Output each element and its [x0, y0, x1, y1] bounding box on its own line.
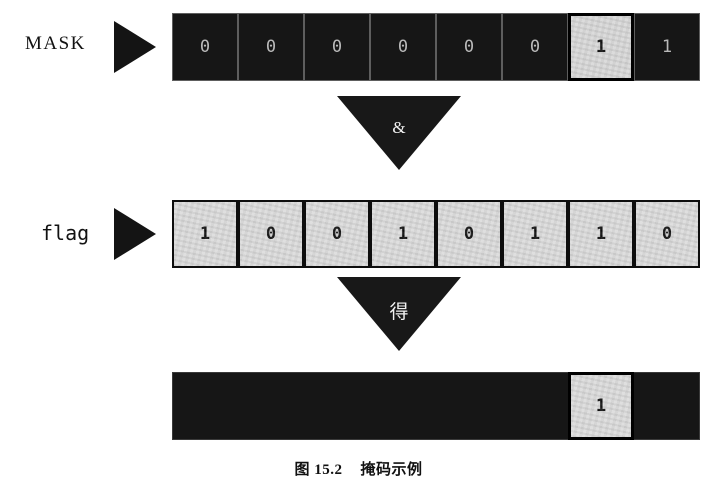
- mask-bit-cell-0: 0: [172, 13, 238, 81]
- figure-caption: 图 15.2 掩码示例: [0, 458, 717, 479]
- flag-bit-cell-3: 1: [370, 200, 436, 268]
- flag-bit-cell-5: 1: [502, 200, 568, 268]
- flag-bit-cell-7: 0: [634, 200, 700, 268]
- mask-bit-cell-3: 0: [370, 13, 436, 81]
- flag-bit-cell-0: 1: [172, 200, 238, 268]
- figure-caption-title: 掩码示例: [360, 460, 423, 478]
- mask-row-label: MASK: [25, 33, 86, 54]
- result-bit-cell-6-highlighted: 1: [568, 372, 634, 440]
- flag-pointer-triangle-icon: [114, 208, 156, 260]
- flag-bit-cell-2: 0: [304, 200, 370, 268]
- mask-pointer-triangle-icon: [114, 21, 156, 73]
- flag-row-label: flag: [41, 221, 90, 245]
- mask-bit-row: 0 0 0 0 0 0 1 1: [172, 13, 700, 81]
- figure-caption-number: 图 15.2: [294, 462, 343, 478]
- flag-bit-cell-6: 1: [568, 200, 634, 268]
- flag-bit-cell-4: 0: [436, 200, 502, 268]
- mask-bit-cell-4: 0: [436, 13, 502, 81]
- mask-bit-cell-7: 1: [634, 13, 700, 81]
- mask-bit-cell-5: 0: [502, 13, 568, 81]
- and-operator-arrow-icon: [337, 96, 461, 170]
- flag-bit-row: 1 0 0 1 0 1 1 0: [172, 200, 700, 268]
- mask-bit-cell-1: 0: [238, 13, 304, 81]
- flag-bit-cell-1: 0: [238, 200, 304, 268]
- mask-bit-cell-6-highlighted: 1: [568, 13, 634, 81]
- result-operator-arrow-icon: [337, 277, 461, 351]
- mask-bit-cell-2: 0: [304, 13, 370, 81]
